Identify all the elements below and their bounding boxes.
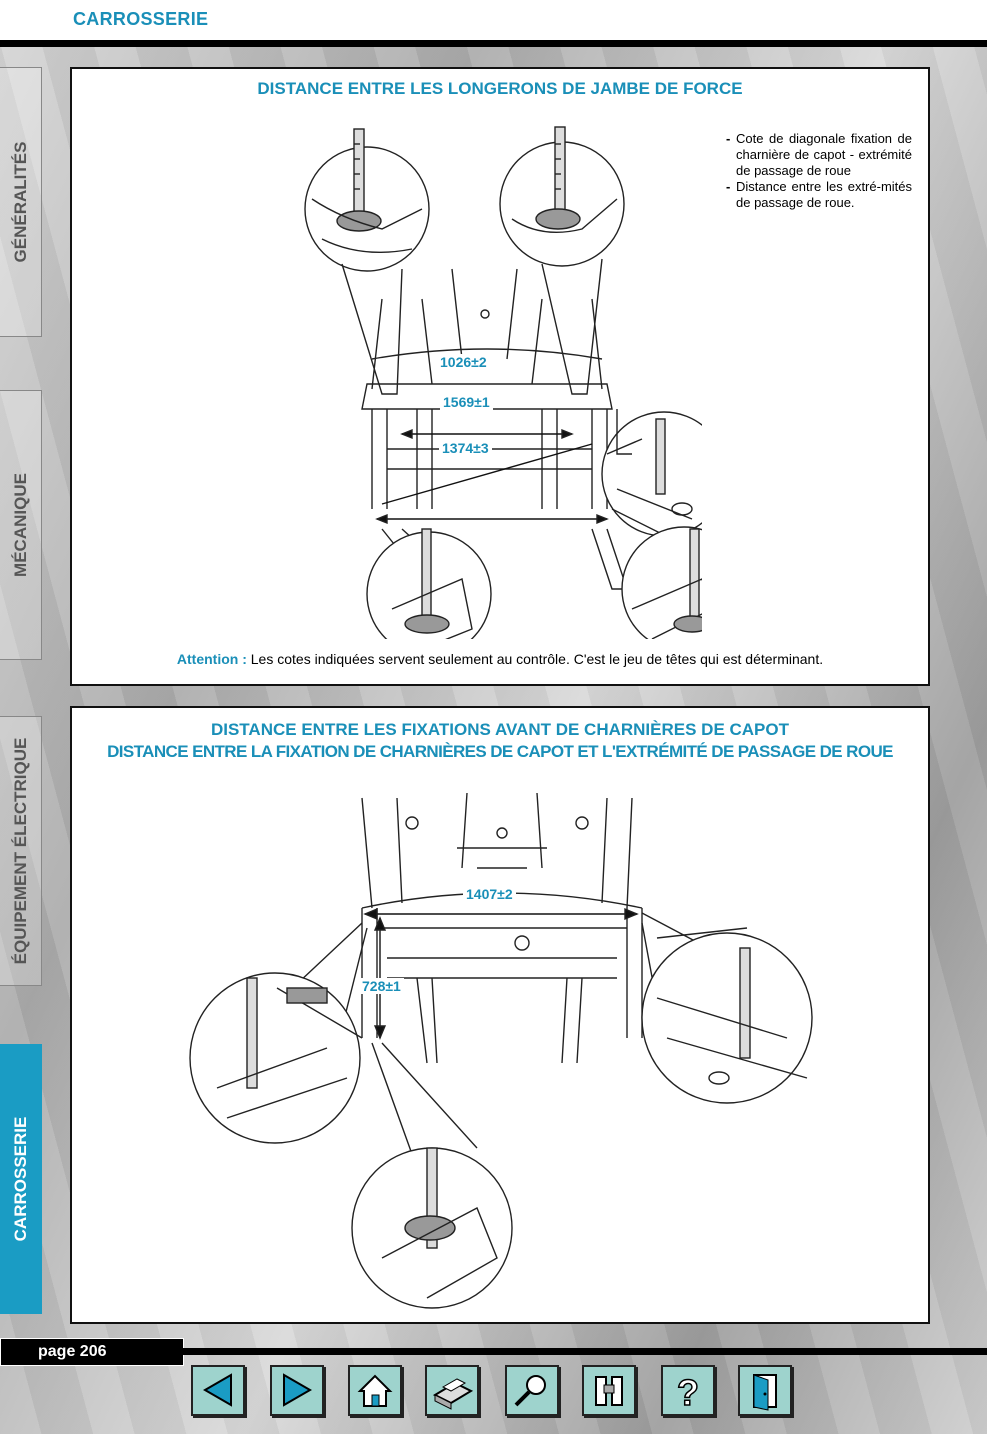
search-icon [514, 1375, 546, 1407]
exit-button[interactable] [738, 1365, 792, 1416]
chassis-diagram [304, 126, 702, 639]
home-icon [357, 1374, 393, 1407]
page-number-box: page 206 [0, 1338, 184, 1366]
panel-title: DISTANCE ENTRE LES LONGERONS DE JAMBE DE… [257, 79, 743, 98]
tab-equipement-electrique[interactable]: ÉQUIPEMENT ÉLECTRIQUE [0, 716, 42, 986]
print-icon [432, 1378, 474, 1410]
tab-carrosserie[interactable]: CARROSSERIE [0, 1044, 42, 1314]
header-area [0, 0, 987, 40]
next-icon [283, 1373, 313, 1407]
dimension-1374: 1374±3 [439, 440, 492, 456]
help-button[interactable]: ? [661, 1365, 715, 1416]
binoculars-icon [595, 1376, 623, 1406]
panel-title-line1: DISTANCE ENTRE LES FIXATIONS AVANT DE CH… [210, 720, 790, 739]
header-divider [0, 40, 987, 47]
help-icon: ? [676, 1371, 700, 1414]
dimension-728: 728±1 [359, 978, 404, 994]
exit-icon [753, 1374, 777, 1411]
note-item: Cote de diagonale fixation de charnière … [726, 131, 912, 179]
dimension-1407: 1407±2 [463, 886, 516, 902]
tab-mecanique[interactable]: MÉCANIQUE [0, 390, 42, 660]
note-item: Distance entre les extré-mités de passag… [726, 179, 912, 211]
tab-label: GÉNÉRALITÉS [10, 141, 30, 263]
tab-generalites[interactable]: GÉNÉRALITÉS [0, 67, 42, 337]
next-button[interactable] [270, 1365, 324, 1416]
panel-longerons: DISTANCE ENTRE LES LONGERONS DE JAMBE DE… [70, 67, 930, 686]
svg-text:?: ? [677, 1372, 699, 1413]
print-button[interactable] [425, 1365, 479, 1416]
attention-label: Attention : [176, 651, 247, 667]
dimension-1569: 1569±1 [440, 394, 493, 410]
panel-title-line2: DISTANCE ENTRE LA FIXATION DE CHARNIÈRES… [107, 742, 893, 761]
previous-icon [202, 1373, 232, 1407]
hinge-diagram [189, 792, 813, 1309]
tab-label: MÉCANIQUE [10, 473, 30, 577]
previous-button[interactable] [191, 1365, 245, 1416]
footer-divider [183, 1348, 987, 1355]
dimension-1026: 1026±2 [437, 354, 490, 370]
section-title: CARROSSERIE [73, 9, 209, 29]
binoculars-button[interactable] [582, 1365, 636, 1416]
panel-charnieres: DISTANCE ENTRE LES FIXATIONS AVANT DE CH… [70, 706, 930, 1324]
search-button[interactable] [505, 1365, 559, 1416]
tab-label: ÉQUIPEMENT ÉLECTRIQUE [10, 737, 30, 965]
page-number: page 206 [38, 1343, 107, 1360]
tab-label: CARROSSERIE [10, 1116, 30, 1242]
home-button[interactable] [348, 1365, 402, 1416]
attention-text: Les cotes indiquées servent seulement au… [250, 651, 824, 667]
attention-note: Attention : Les cotes indiquées servent … [72, 651, 928, 667]
notes-list: Cote de diagonale fixation de charnière … [726, 131, 912, 211]
